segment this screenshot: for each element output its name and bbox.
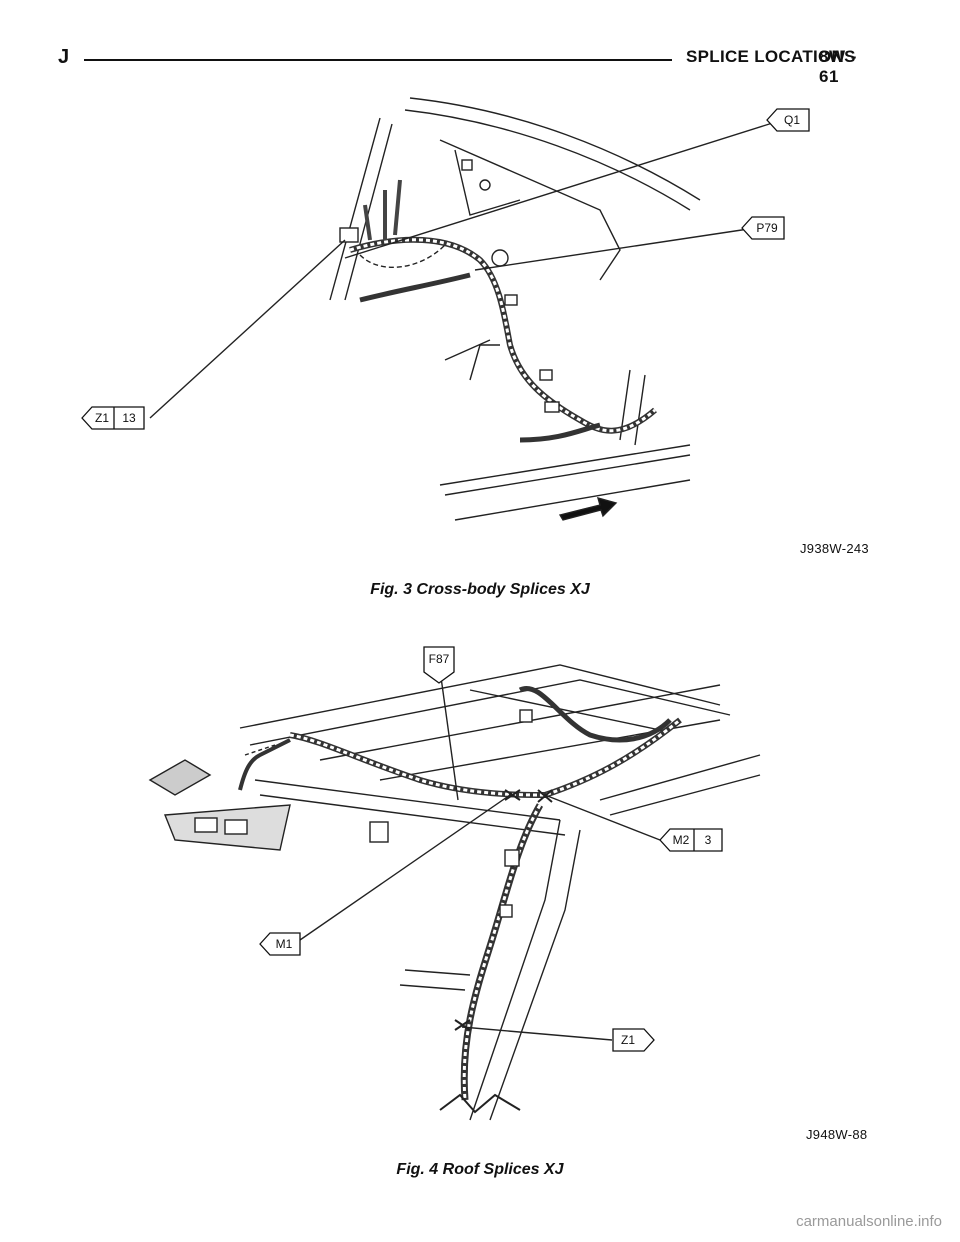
figure-3-id: J938W-243	[800, 541, 869, 556]
callout-z1-13-splice: Z1	[94, 411, 109, 425]
callout-m1: M1	[258, 932, 302, 956]
section-letter: J	[58, 46, 70, 68]
figure-3-caption: Fig. 3 Cross-body Splices XJ	[370, 581, 590, 598]
callout-f87: F87	[423, 646, 455, 684]
page-header: J SPLICE LOCATIONS 8W - 61	[58, 44, 876, 86]
callout-f87-label: F87	[428, 652, 450, 666]
callout-q1-label: Q1	[783, 113, 800, 127]
section-title: SPLICE LOCATIONS	[686, 47, 856, 66]
callout-q1: Q1	[765, 108, 811, 132]
figure-4-id: J948W-88	[806, 1127, 868, 1142]
page-number: 8W - 61	[819, 47, 857, 86]
watermark: carmanualsonline.info	[796, 1213, 942, 1230]
callout-m2-3: M2 3	[658, 828, 724, 852]
header-rule	[84, 59, 672, 61]
figure-3-cross-body-illustration	[0, 80, 960, 580]
figure-4-roof-illustration	[0, 630, 960, 1130]
callout-p79: P79	[740, 216, 786, 240]
callout-z1-label: Z1	[620, 1033, 635, 1047]
callout-m2-3-number: 3	[704, 833, 712, 847]
figure-4-caption: Fig. 4 Roof Splices XJ	[396, 1161, 564, 1178]
callout-m2-3-splice: M2	[672, 833, 690, 847]
callout-z1-13-number: 13	[122, 411, 136, 425]
callout-p79-label: P79	[756, 221, 778, 235]
callout-z1-13: Z1 13	[80, 406, 146, 430]
callout-z1: Z1	[612, 1028, 656, 1052]
callout-m1-label: M1	[275, 937, 293, 951]
